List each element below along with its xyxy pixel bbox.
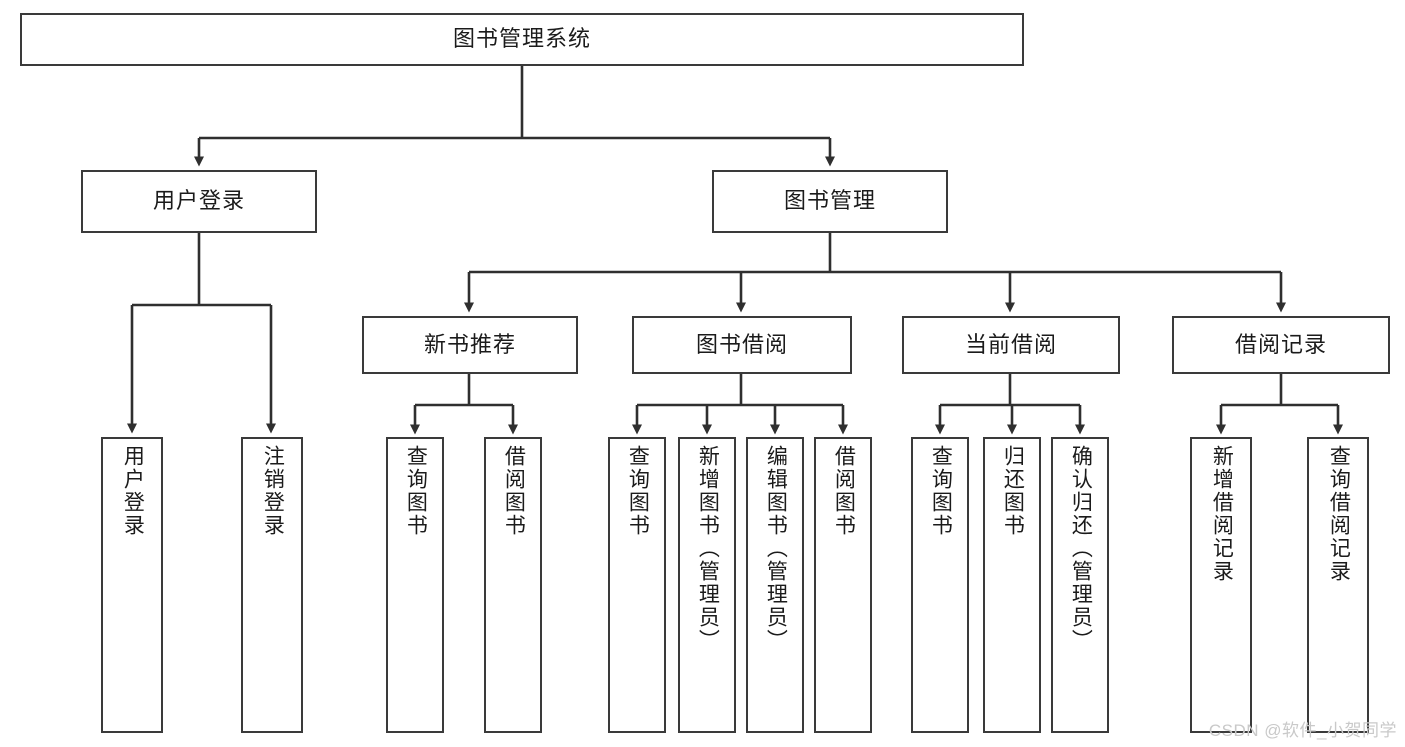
leaf-current-return-book-label: 归还图书 bbox=[1001, 445, 1025, 537]
leaf-current-confirm-return-admin-label: 确认归还（管理员） bbox=[1069, 445, 1093, 652]
leaf-newbook-query-book-label: 查询图书 bbox=[404, 445, 428, 537]
leaf-borrow-query-book-label: 查询图书 bbox=[626, 445, 650, 537]
leaf-newbook-borrow-book[interactable]: 借阅图书 bbox=[484, 437, 542, 733]
csdn-watermark: CSDN @软件_小贺同学 bbox=[1208, 721, 1397, 740]
leaf-newbook-query-book[interactable]: 查询图书 bbox=[386, 437, 444, 733]
leaf-borrow-borrow-book[interactable]: 借阅图书 bbox=[814, 437, 872, 733]
node-current-borrow-label: 当前借阅 bbox=[964, 331, 1057, 357]
leaf-record-add-record-label: 新增借阅记录 bbox=[1210, 445, 1234, 583]
node-borrow-record[interactable]: 借阅记录 bbox=[1172, 316, 1390, 374]
leaf-record-add-record[interactable]: 新增借阅记录 bbox=[1190, 437, 1252, 733]
node-book-borrow[interactable]: 图书借阅 bbox=[632, 316, 852, 374]
node-new-book-recommend[interactable]: 新书推荐 bbox=[362, 316, 578, 374]
node-book-management-label: 图书管理 bbox=[783, 188, 876, 214]
leaf-current-return-book[interactable]: 归还图书 bbox=[983, 437, 1041, 733]
node-root-label: 图书管理系统 bbox=[452, 26, 591, 52]
leaf-record-query-record[interactable]: 查询借阅记录 bbox=[1307, 437, 1369, 733]
node-user-login[interactable]: 用户登录 bbox=[81, 170, 317, 233]
leaf-current-confirm-return-admin[interactable]: 确认归还（管理员） bbox=[1051, 437, 1109, 733]
node-borrow-record-label: 借阅记录 bbox=[1234, 331, 1327, 357]
leaf-borrow-query-book[interactable]: 查询图书 bbox=[608, 437, 666, 733]
node-current-borrow[interactable]: 当前借阅 bbox=[902, 316, 1120, 374]
leaf-user-login-label: 用户登录 bbox=[121, 445, 145, 537]
leaf-current-query-book[interactable]: 查询图书 bbox=[911, 437, 969, 733]
leaf-current-query-book-label: 查询图书 bbox=[929, 445, 953, 537]
node-root[interactable]: 图书管理系统 bbox=[20, 13, 1024, 66]
leaf-borrow-add-book-admin[interactable]: 新增图书（管理员） bbox=[678, 437, 736, 733]
node-book-management[interactable]: 图书管理 bbox=[712, 170, 948, 233]
node-user-login-label: 用户登录 bbox=[152, 188, 245, 214]
leaf-borrow-edit-book-admin[interactable]: 编辑图书（管理员） bbox=[746, 437, 804, 733]
leaf-newbook-borrow-book-label: 借阅图书 bbox=[502, 445, 526, 537]
leaf-user-logout[interactable]: 注销登录 bbox=[241, 437, 303, 733]
leaf-borrow-add-book-admin-label: 新增图书（管理员） bbox=[696, 445, 720, 652]
node-book-borrow-label: 图书借阅 bbox=[695, 331, 788, 357]
node-new-book-recommend-label: 新书推荐 bbox=[423, 331, 516, 357]
leaf-record-query-record-label: 查询借阅记录 bbox=[1327, 445, 1351, 583]
leaf-borrow-borrow-book-label: 借阅图书 bbox=[832, 445, 856, 537]
leaf-borrow-edit-book-admin-label: 编辑图书（管理员） bbox=[764, 445, 788, 652]
leaf-user-logout-label: 注销登录 bbox=[261, 445, 285, 537]
leaf-user-login[interactable]: 用户登录 bbox=[101, 437, 163, 733]
